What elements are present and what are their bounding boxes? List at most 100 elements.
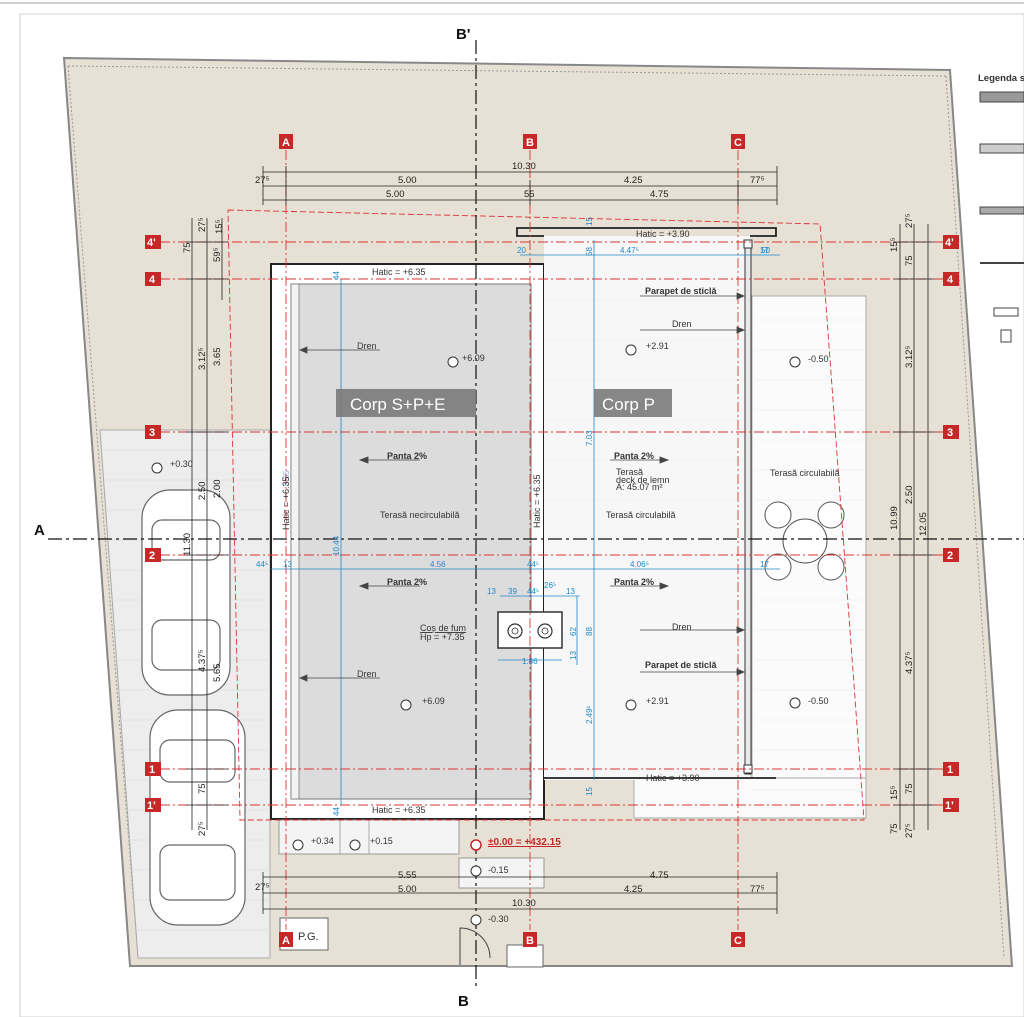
level-609-top: +6.09 [462,353,485,363]
dim-left-15a: 15⁵ [214,219,225,234]
svg-text:1: 1 [947,764,953,776]
axis-tag-3-right: 3 [943,425,959,439]
dim-right-1099: 10.99 [889,506,900,530]
dim-left-4375: 4.37⁵ [197,650,208,672]
car-lower [149,709,246,926]
svg-text:4': 4' [147,237,156,249]
pg-label: P.G. [298,931,319,943]
level-015: +0.15 [370,836,393,846]
axis-tag-1p-right: 1' [943,798,959,812]
blue-dim-13-c: 13 [569,651,578,660]
panta-4: Panta 2% [614,577,654,587]
axis-tag-4p-left: 4' [145,235,161,249]
svg-text:C: C [734,935,742,947]
level-n030: -0.30 [488,914,509,924]
level-n015: -0.15 [488,865,509,875]
blue-dim-20: 20 [517,246,526,255]
svg-text:4: 4 [149,274,156,286]
level-zero: ±0.00 = +432.15 [488,837,561,848]
level-291-top: +2.91 [646,341,669,351]
dim-left-1130: 11.30 [182,533,193,556]
blue-dim-445-left: 44⁵ [256,560,268,569]
axis-tag-3-left: 3 [145,425,161,439]
terasa-title: Terasă [616,467,643,477]
parapet-1: Parapet de sticlă [645,286,718,296]
dim-top-775: 77⁵ [750,175,765,186]
terasa-circulabila-right: Terasă circulabilă [770,468,840,478]
terasa-area: A: 45.07 m² [616,482,663,492]
dim-left-75a: 75 [182,242,193,253]
axis-tag-a-bottom: A [279,932,293,947]
blue-dim-50: 50 [761,246,770,255]
hatic-spe-bottom: Hatic = +6.35 [372,805,426,815]
blue-dim-4065: 4.06⁵ [630,560,649,569]
hatic-left-vert: Hatic = +6.35 [281,476,291,530]
dim-left-275a: 27⁵ [197,217,208,232]
blue-dim-17-mid: 17 [760,560,769,569]
parapet-2: Parapet de sticlă [645,660,718,670]
dim-right-75c: 75 [889,823,900,834]
dim-bot-475: 4.75 [650,870,669,881]
svg-text:A: A [282,137,290,149]
svg-text:3: 3 [149,427,155,439]
svg-text:1': 1' [147,800,156,812]
axis-tag-4-right: 4 [943,272,959,286]
dren-3: Dren [672,319,692,329]
blue-dim-15-top: 15 [585,217,594,226]
axis-tag-1-left: 1 [145,762,161,776]
corp-spe-label: Corp S+P+E [350,395,445,414]
svg-text:4: 4 [947,274,954,286]
blue-dim-88: 88 [585,627,594,636]
dim-left-200: 2.00 [212,480,223,499]
panta-3: Panta 2% [614,451,654,461]
dim-left-275b: 27⁵ [197,821,208,836]
hatic-spe-top: Hatic = +6.35 [372,267,426,277]
hp-label: Hp = +7.35 [420,632,465,642]
axis-tag-b-bottom: B [523,932,537,947]
dim-top-500: 5.00 [398,175,417,186]
legend-title: Legenda s [978,73,1024,84]
blue-dim-456: 4.56 [430,560,446,569]
hatic-p-bottom: Hatic = +3.90 [646,773,700,783]
blue-dim-4475: 4.47⁵ [620,246,639,255]
svg-text:2: 2 [149,550,155,562]
hatic-p-top: Hatic = +3.90 [636,229,690,239]
dim-bot-555: 5.55 [398,870,417,881]
axis-tag-c-bottom: C [731,932,745,947]
dim-left-595: 59⁵ [212,247,223,262]
blue-dim-58: 58 [585,247,594,256]
level-030: +0.30 [170,459,193,469]
axis-tag-1-right: 1 [943,762,959,776]
blue-dim-44-top: 44 [332,271,341,280]
dim-bot-275: 27⁵ [255,882,270,893]
blue-dim-13-b: 13 [566,587,575,596]
blue-dim-445-chim: 44⁵ [527,587,539,596]
dim-top-425: 4.25 [624,175,643,186]
svg-text:A: A [282,935,290,947]
dren-1: Dren [357,341,377,351]
terasa-circulabila: Terasă circulabilă [606,510,676,520]
dim-right-275a: 27⁵ [904,213,915,228]
dim-top-275: 27⁵ [255,175,270,186]
blue-dim-635-left: 6.35 [282,470,291,486]
terasa-necirculabila: Terasă necirculabilă [380,510,460,520]
dim-bot-425: 4.25 [624,884,643,895]
level-609-bottom: +6.09 [422,696,445,706]
dim-right-3125: 3.12⁵ [904,346,915,368]
blue-dim-62: 62 [569,627,578,636]
dren-2: Dren [357,669,377,679]
dim-bot-500: 5.00 [398,884,417,895]
dim-top-total: 10.30 [512,161,536,172]
dim-bot-775: 77⁵ [750,884,765,895]
axis-tag-4-left: 4 [145,272,161,286]
corp-p-roof [544,236,750,780]
blue-dim-445-mid: 44⁵ [527,560,539,569]
axis-tag-1p-left: 1' [145,798,161,812]
dim-left-75b: 75 [197,783,208,794]
axis-tag-a-top: A [279,134,293,149]
section-mark-b-top: B' [456,26,470,43]
section-mark-a: A [34,522,45,539]
blue-dim-44-bottom: 44 [332,807,341,816]
